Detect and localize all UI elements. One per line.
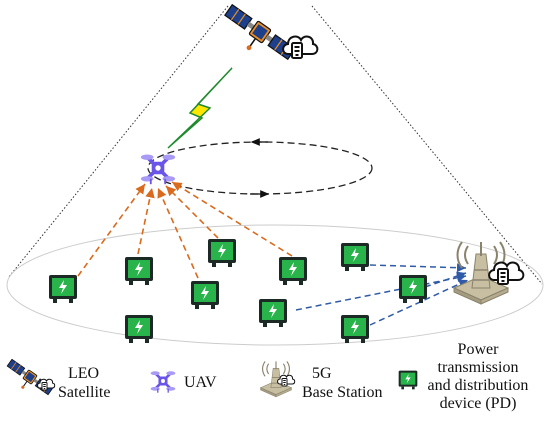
link-pd5-uav <box>171 181 293 257</box>
link-pd1-uav <box>77 183 146 277</box>
legend-pd-line3: and distribution <box>428 377 529 394</box>
power-device-icon <box>279 257 307 285</box>
power-device-icon <box>191 281 219 309</box>
power-device-icon <box>398 370 418 390</box>
pd-bs-links <box>295 263 469 326</box>
cloud-server-icon <box>37 378 56 391</box>
pd-uav-links <box>77 181 293 279</box>
legend-pd-line4: device (PD) <box>440 395 517 412</box>
link-pd3-uav <box>157 187 199 279</box>
power-device-icon <box>341 243 369 271</box>
coverage-cone-right <box>311 5 543 285</box>
lightning-bolt-icon <box>167 67 233 149</box>
coverage-cone-left <box>7 5 229 279</box>
link-pd2-uav <box>137 187 155 255</box>
power-device-icon <box>259 299 287 327</box>
legend-bs-line2: Base Station <box>302 384 382 401</box>
legend-uav: UAV <box>150 369 217 394</box>
cloud-server-icon <box>282 35 319 59</box>
coverage-ellipse <box>6 224 544 346</box>
link-pd4-uav <box>165 185 219 239</box>
pd-devices <box>49 239 427 343</box>
power-device-icon <box>125 257 153 285</box>
link-pd8-bs <box>295 273 467 311</box>
legend-satellite-line1: LEO <box>68 365 99 382</box>
power-device-icon <box>399 275 427 303</box>
legend-uav-label: UAV <box>184 374 217 391</box>
uav-orbit <box>147 138 373 198</box>
power-device-icon <box>49 275 77 303</box>
power-device-icon <box>208 239 236 267</box>
power-device-icon <box>341 315 369 343</box>
cloud-server-icon <box>488 261 525 285</box>
satellite-icon <box>220 2 297 64</box>
legend-base-station: 5G Base Station <box>260 360 382 401</box>
legend-satellite-line2: Satellite <box>58 384 110 401</box>
cloud-server-icon <box>277 374 296 387</box>
legend-pd-line1: Power <box>458 341 500 358</box>
legend-pd-line2: transmission <box>438 359 519 376</box>
leo-satellite <box>220 2 319 64</box>
legend-bs-line1: 5G <box>312 365 332 382</box>
uav-drone-icon <box>150 369 176 394</box>
legend-pd: Power transmission and distribution devi… <box>398 341 529 412</box>
legend-satellite: LEO Satellite <box>4 357 110 401</box>
link-pd6-bs <box>369 263 467 273</box>
power-device-icon <box>125 315 153 343</box>
legend: LEO Satellite UAV 5G Base Station Power … <box>4 341 529 412</box>
uav-drone-icon <box>140 152 176 186</box>
